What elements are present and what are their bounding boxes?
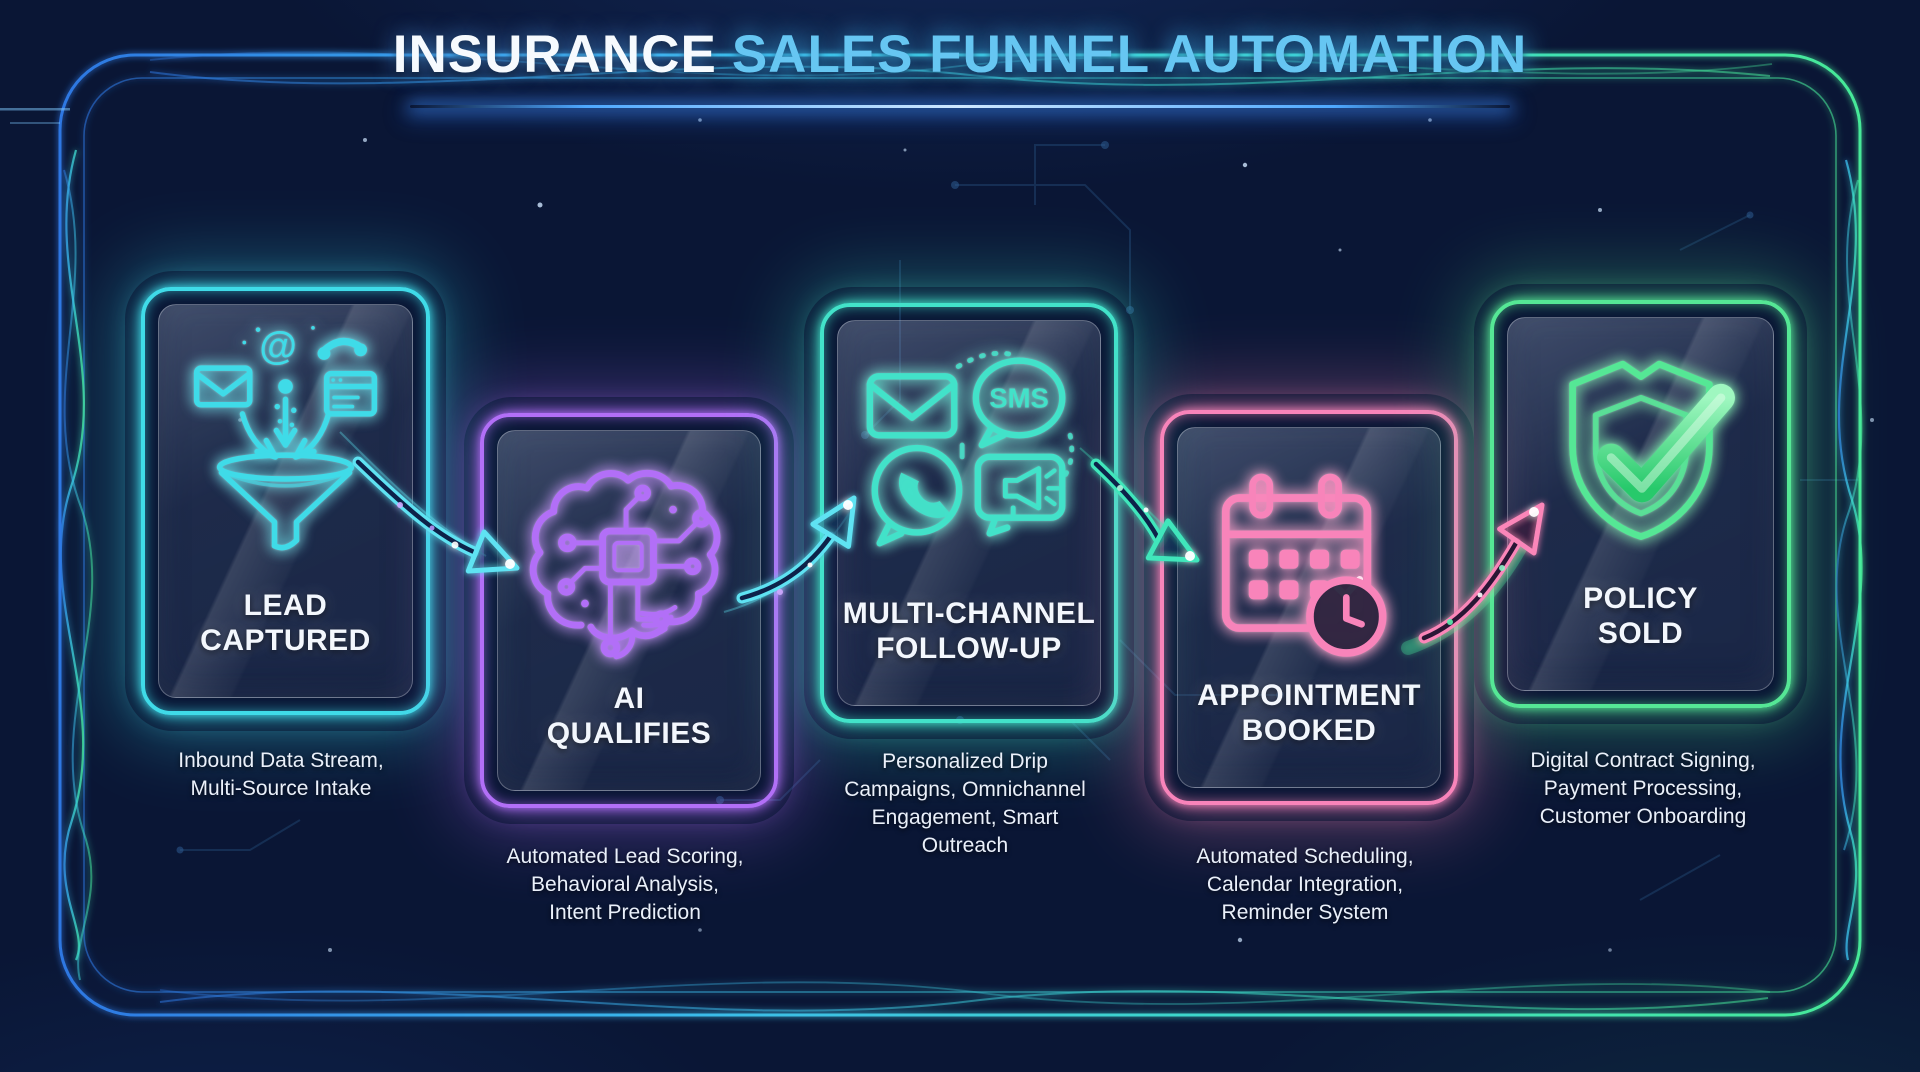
stage-label: APPOINTMENT BOOKED: [1197, 679, 1421, 748]
stage-card-policy-sold: POLICY SOLD: [1490, 300, 1791, 708]
stage-description: Personalized Drip Campaigns, Omnichannel…: [844, 750, 1086, 857]
svg-text:@: @: [259, 325, 297, 368]
funnel-intake-icon: @: [145, 315, 426, 555]
stage-description: Automated Lead Scoring, Behavioral Analy…: [506, 845, 744, 924]
stage-description: Inbound Data Stream, Multi-Source Intake: [178, 749, 384, 800]
title-part-insurance: INSURANCE: [392, 25, 717, 84]
stage-label: AI QUALIFIES: [546, 682, 712, 751]
svg-text:SMS: SMS: [989, 383, 1049, 414]
stage-card-lead-captured: @: [141, 287, 430, 715]
title-underline-flare: [410, 105, 1510, 108]
multichannel-comms-icon: SMS: [824, 341, 1114, 557]
ai-brain-icon: [484, 447, 774, 672]
stage-card-ai-qualifies: AI QUALIFIES: [480, 413, 778, 808]
glass-panel: [497, 430, 761, 791]
shield-check-icon: [1494, 340, 1787, 552]
calendar-clock-icon: [1164, 454, 1454, 674]
stage-label: MULTI-CHANNEL FOLLOW-UP: [842, 597, 1096, 666]
stage-card-appointment-booked: APPOINTMENT BOOKED: [1160, 410, 1458, 805]
edge-flare: [0, 108, 70, 124]
stage-description: Automated Scheduling, Calendar Integrati…: [1196, 845, 1414, 924]
stage-card-multi-channel: SMS MULTI-CHANNEL FOLLOW-UP: [820, 303, 1118, 723]
stage-label: LEAD CAPTURED: [200, 589, 371, 658]
stage-label: POLICY SOLD: [1583, 582, 1698, 651]
stage-description: Digital Contract Signing, Payment Proces…: [1530, 749, 1756, 828]
title-part-accent: SALES FUNNEL AUTOMATION: [731, 25, 1528, 84]
